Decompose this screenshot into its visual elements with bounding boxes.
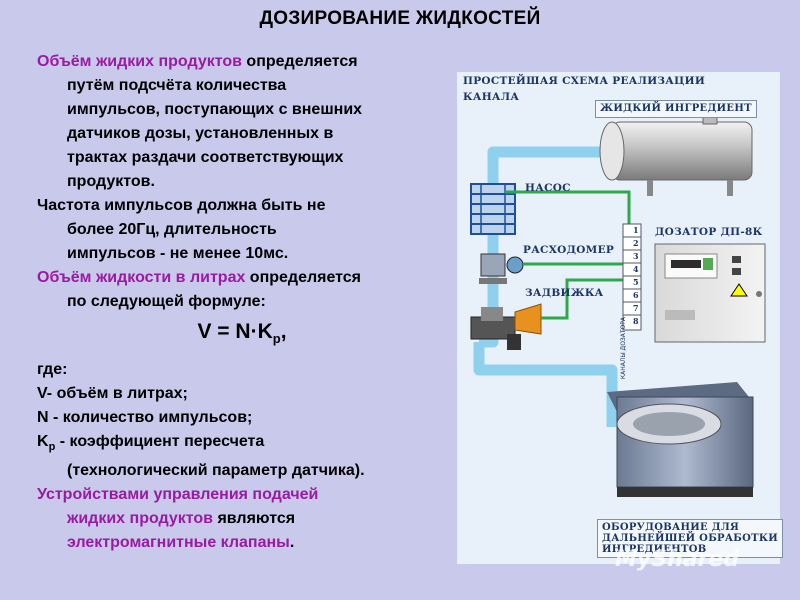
text-line: Частота импульсов должна быть не [37,197,326,214]
text-line: по следующей формуле: [67,293,266,310]
diagram-heading-2: КАНАЛА [463,91,520,103]
formula-tail: , [280,320,287,343]
formula-main: V = N·K [197,320,273,343]
terminal-7: 7 [633,303,639,313]
paragraph-control: Устройствами управления подачей жидких п… [37,483,447,555]
text-fragment: определяется [245,269,362,286]
label-valve: ЗАДВИЖКА [525,287,604,299]
highlight-volume: Объём жидких продуктов [37,53,242,70]
equipment-line-2: ДАЛЬНЕЙШЕЙ ОБРАБОТКИ [602,533,779,544]
valve-icon [470,303,542,350]
page-title: ДОЗИРОВАНИЕ ЖИДКОСТЕЙ [259,8,541,29]
text-line: жидких продуктов являются [37,507,447,531]
paragraph-volume: Объём жидких продуктов определяется путё… [37,50,447,194]
text-fragment: - коэффициент пересчета [55,433,265,451]
text-fragment: являются [213,510,296,528]
text-line: более 20Гц, длительность [67,221,277,238]
diagram-graphics [470,111,766,497]
label-dispenser: ДОЗАТОР ДП-8К [655,226,763,238]
highlight-liquid: жидких продуктов [67,510,214,528]
terminal-2: 2 [633,238,639,248]
text-fragment: . [289,534,295,552]
watermark: MyShared [615,547,740,572]
k-subscript: p [48,441,56,454]
where-label: где: [37,361,68,379]
label-equipment: ОБОРУДОВАНИЕ ДЛЯ ДАЛЬНЕЙШЕЙ ОБРАБОТКИ ИН… [597,519,784,558]
text-line: путём подсчёта количества [67,77,287,94]
highlight-liters: Объём жидкости в литрах [37,269,246,286]
text-line: продуктов. [67,173,155,190]
equipment-line-1: ОБОРУДОВАНИЕ ДЛЯ [602,522,740,533]
tank-icon [599,111,753,196]
text-line: трактах раздачи соответствующих [67,149,344,166]
paragraph-frequency: Частота импульсов должна быть не более 2… [37,194,447,266]
label-flowmeter: РАСХОДОМЕР [523,244,615,256]
terminal-5: 5 [633,277,639,287]
wire-valve [541,278,629,320]
text-line: импульсов, поступающих с внешних [67,101,363,118]
dispenser-cabinet [654,243,766,343]
pipe-top [487,146,612,184]
label-pump: НАСОС [525,182,571,194]
equipment-line-3: ИНГРЕДИЕНТОВ [602,544,707,555]
text-line: Устройствами управления подачей [37,486,319,504]
text-fragment: определяется [241,53,358,70]
def-v: V- объём в литрах; [37,385,188,403]
dosing-diagram: ПРОСТЕЙШАЯ СХЕМА РЕАЛИЗАЦИИ КАНАЛА ЖИДКИ… [457,72,784,564]
pipe-bottom [473,342,618,427]
label-channels: КАНАЛЫ ДОЗАТОРА [620,317,627,380]
k-symbol: K [37,433,49,451]
formula: V = N·Kp, [37,317,447,354]
terminal-4: 4 [633,264,639,274]
highlight-valves: электромагнитные клапаны [67,534,290,552]
terminal-8: 8 [633,316,639,326]
text-block: Объём жидких продуктов определяется путё… [37,50,447,555]
terminal-3: 3 [633,251,639,261]
paragraph-liters: Объём жидкости в литрах определяется по … [37,266,447,314]
diagram-heading-1: ПРОСТЕЙШАЯ СХЕМА РЕАЛИЗАЦИИ [463,75,706,87]
def-k-line2: (технологический параметр датчика). [67,462,365,480]
text-line: датчиков дозы, установленных в [67,125,334,142]
text-line: импульсов - не менее 10мс. [67,245,289,262]
terminal-1: 1 [633,225,639,235]
signal-wires [505,190,631,320]
label-liquid-ingredient: ЖИДКИЙ ИНГРЕДИЕНТ [595,100,757,118]
terminal-block [622,223,642,331]
wire-pump [505,190,631,232]
text-line: электромагнитные клапаны. [37,531,447,555]
formula-subscript: p [272,331,281,347]
mixer-icon [607,382,754,497]
terminal-6: 6 [633,290,639,300]
def-n: N - количество импульсов; [37,409,253,427]
def-k: Kp - коэффициент пересчета [37,430,447,459]
flowmeter-icon [479,253,524,284]
